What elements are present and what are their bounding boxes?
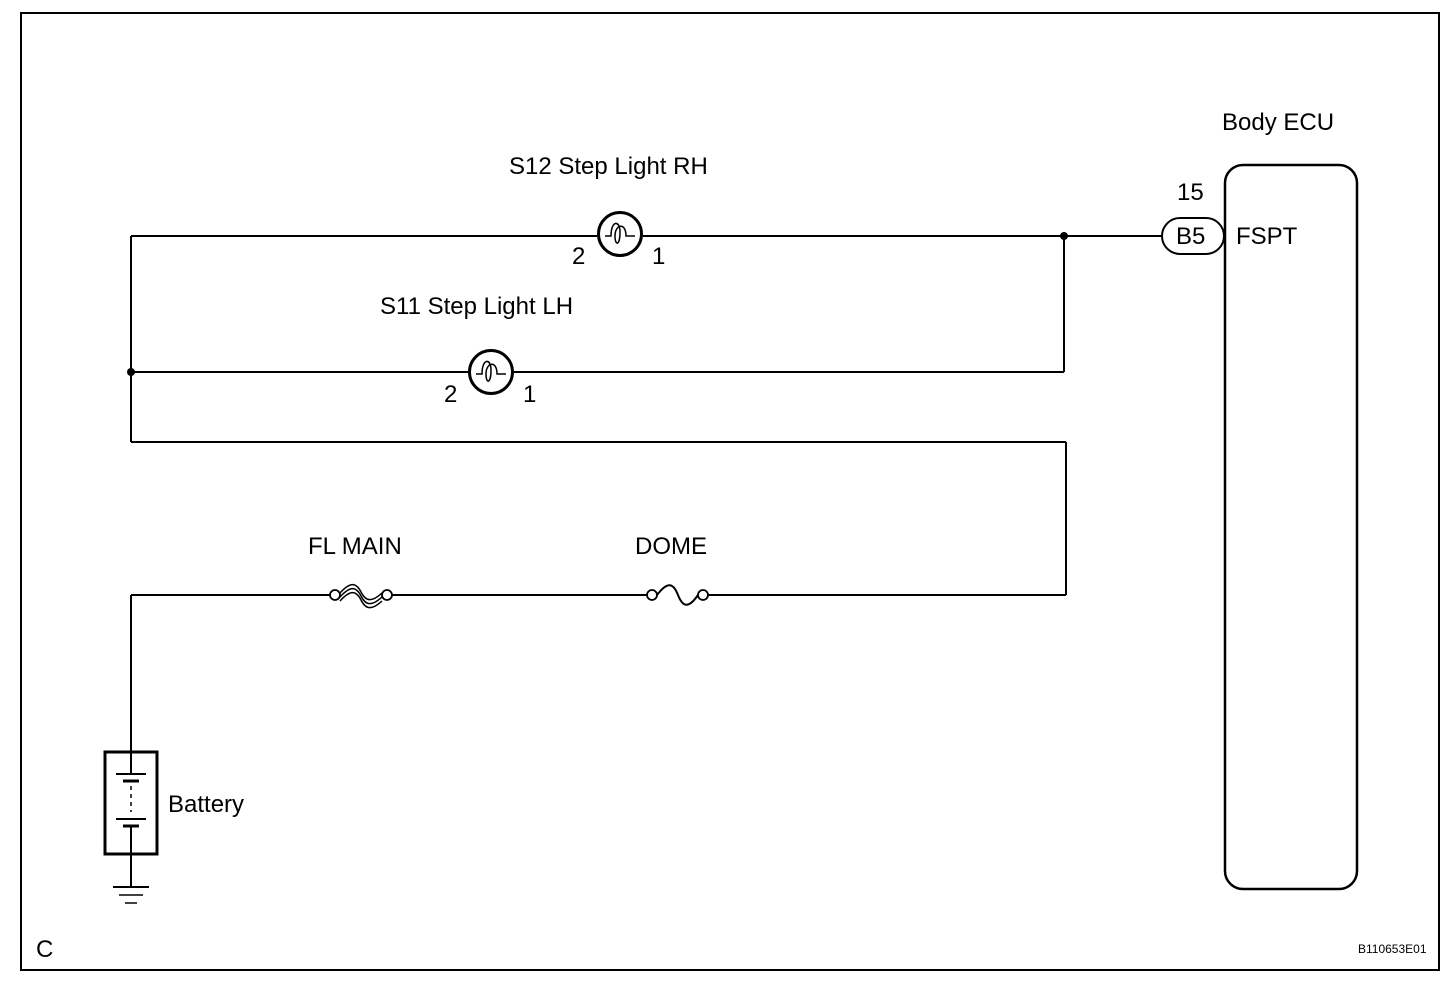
- light-rh-pin-right: 1: [652, 243, 665, 270]
- battery-icon: [103, 750, 159, 856]
- light-rh-bulb-icon: [597, 211, 643, 257]
- ecu-signal-label: FSPT: [1236, 223, 1298, 250]
- ground-icon: [113, 886, 149, 904]
- fuse-dome-label: DOME: [635, 533, 707, 560]
- ecu-pin-number: 15: [1177, 179, 1204, 206]
- light-rh-pin-left: 2: [572, 243, 585, 270]
- light-lh-bulb-icon: [468, 349, 514, 395]
- battery-label: Battery: [168, 791, 244, 818]
- diagram-frame: [20, 12, 1440, 971]
- connector-label: B5: [1176, 223, 1205, 250]
- light-rh-label: S12 Step Light RH: [509, 153, 708, 180]
- light-lh-label: S11 Step Light LH: [380, 293, 573, 320]
- corner-letter: C: [36, 936, 53, 963]
- fuse-flmain-label: FL MAIN: [308, 533, 402, 560]
- fusible-link-icon: [329, 583, 393, 609]
- figure-code: B110653E01: [1358, 942, 1427, 956]
- ecu-box: [1223, 163, 1359, 891]
- fuse-icon: [646, 584, 709, 606]
- light-lh-pin-right: 1: [523, 381, 536, 408]
- light-lh-pin-left: 2: [444, 381, 457, 408]
- junction-left: [127, 368, 135, 376]
- ecu-title: Body ECU: [1222, 109, 1334, 136]
